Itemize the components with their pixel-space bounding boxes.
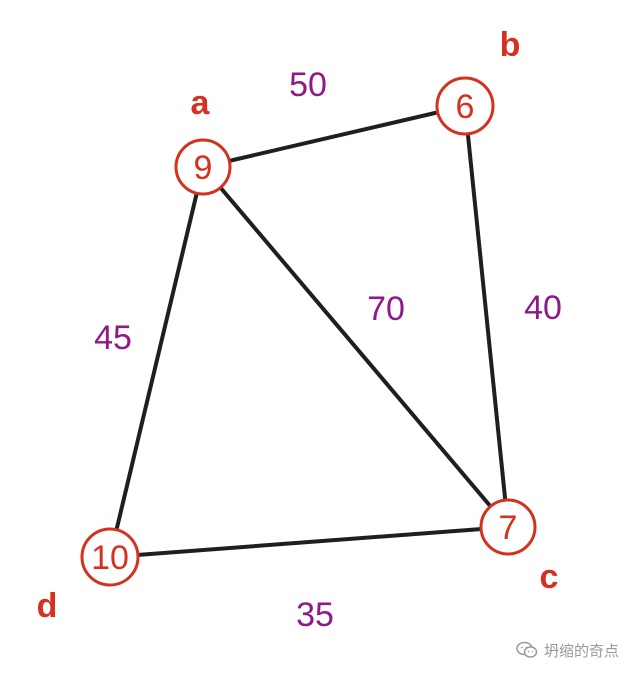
- node-value-d: 10: [91, 539, 129, 577]
- edge-a-b: [201, 104, 467, 169]
- node-d: 10 d: [37, 527, 140, 625]
- weights-layer: 50 40 70 45 35: [94, 66, 562, 634]
- watermark: 坍缩的奇点: [516, 639, 619, 661]
- node-b: 6b: [435, 26, 521, 136]
- node-c: 7c: [479, 498, 559, 596]
- node-label-a: a: [191, 84, 211, 122]
- edge-weight-a-b: 50: [289, 66, 327, 104]
- node-circle-d: [80, 527, 140, 587]
- edge-weight-a-d: 45: [94, 319, 132, 357]
- node-label-b: b: [500, 26, 521, 64]
- edge-weight-b-c: 40: [524, 289, 562, 327]
- node-label-c: c: [540, 558, 559, 596]
- node-value-c: 7: [499, 509, 518, 547]
- edge-weight-a-c: 70: [367, 290, 405, 328]
- edge-a-d: [108, 165, 205, 559]
- node-circle-c: [479, 498, 537, 556]
- edge-a-c: [201, 165, 510, 529]
- node-value-a: 9: [194, 149, 213, 187]
- watermark-text: 坍缩的奇点: [543, 641, 619, 660]
- node-label-d: d: [37, 587, 58, 625]
- node-a: 9a: [174, 84, 232, 196]
- node-circle-a: [174, 138, 232, 196]
- node-value-b: 6: [456, 88, 475, 126]
- edge-b-c: [463, 104, 510, 529]
- wechat-icon: [516, 641, 538, 658]
- edge-weight-d-c: 35: [296, 596, 334, 634]
- edge-d-c: [108, 525, 510, 559]
- node-circle-b: [435, 76, 495, 136]
- edges-layer: [108, 104, 510, 559]
